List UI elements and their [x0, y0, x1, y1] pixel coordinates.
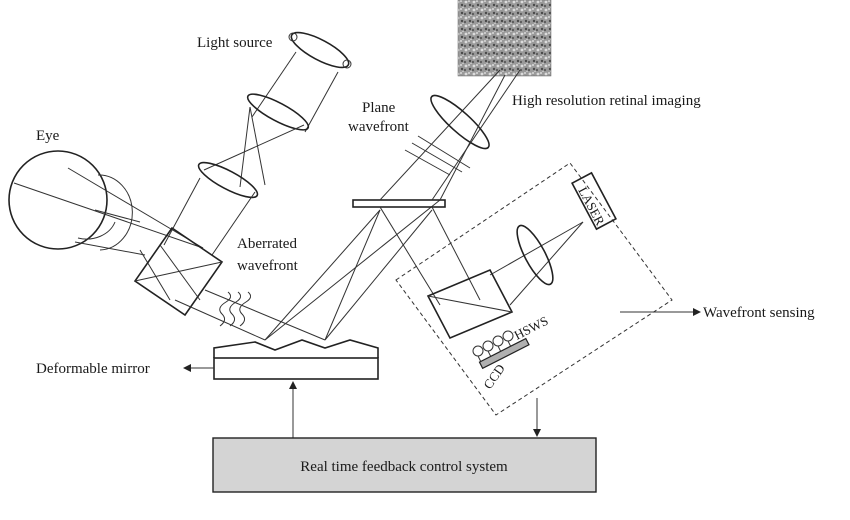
rays-mirror-to-plane [264, 199, 441, 341]
beam-splitter-eye [133, 226, 224, 317]
laser-path [489, 221, 584, 306]
wavefront-sensing-box [395, 162, 673, 416]
aberrated-wavefront-icon [219, 291, 252, 327]
retinal-image [457, 0, 552, 77]
retinal-imaging-label: High resolution retinal imaging [512, 93, 701, 109]
beam-splitter-sensor [426, 268, 514, 340]
light-source-icon [288, 31, 352, 69]
control-system-label: Real time feedback control system [300, 459, 508, 475]
deformable-mirror-label: Deformable mirror [36, 361, 150, 377]
control-system-box [212, 437, 597, 493]
laser-label: LASER [575, 184, 608, 228]
ccd-sensor [478, 337, 530, 370]
eye-label: Eye [36, 128, 60, 144]
eye-icon [8, 150, 133, 251]
ray-to-mirror [174, 299, 266, 341]
plane-wavefront-label-1: Plane [362, 100, 396, 116]
ray-to-mirror [204, 289, 326, 341]
aberrated-label-2: wavefront [237, 258, 299, 274]
plane-wavefront-icon [404, 135, 471, 176]
ray-to-sensor [379, 206, 441, 306]
ray-to-sensor [431, 206, 481, 301]
plane-mirror [352, 199, 446, 208]
wavefront-sensing-label: Wavefront sensing [703, 305, 815, 321]
light-source-label: Light source [197, 35, 273, 51]
imaging-path [379, 69, 521, 201]
hsws-label: HSWS [512, 313, 551, 343]
aberrated-label-1: Aberrated [237, 236, 297, 252]
eye-rays [13, 167, 204, 301]
deformable-mirror [213, 339, 379, 380]
laser-icon: LASER [570, 171, 618, 231]
illumination-path [163, 51, 339, 256]
plane-wavefront-label-2: wavefront [348, 119, 410, 135]
